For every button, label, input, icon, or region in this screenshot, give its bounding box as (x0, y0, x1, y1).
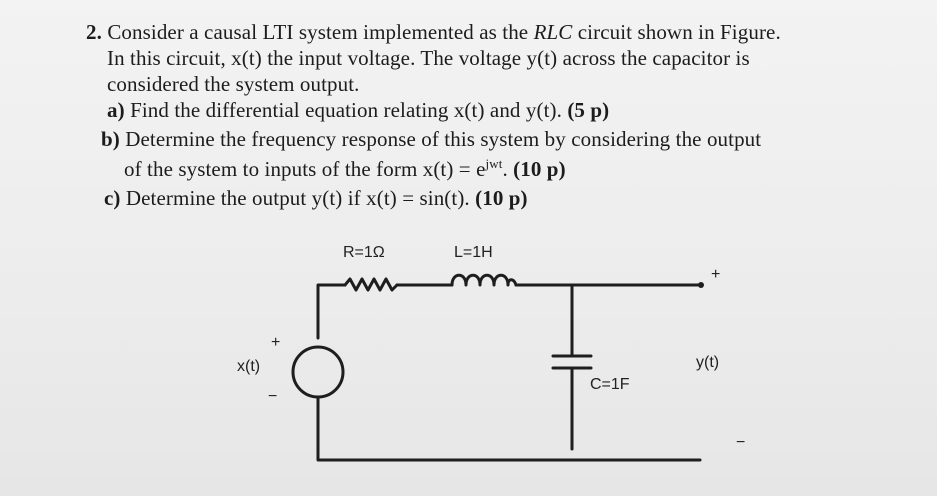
part-b-text: Determine the frequency response of this… (125, 127, 762, 151)
resistor-symbol (343, 277, 399, 292)
output-terminal-top (698, 282, 704, 288)
problem-text-1-end: circuit shown in Figure. (577, 20, 781, 44)
resistor-label: R=1Ω (343, 244, 385, 261)
problem-text-1: Consider a causal LTI system implemented… (107, 20, 529, 44)
problem-line-3: considered the system output. (107, 72, 360, 96)
part-b-text-2-end: . (502, 157, 508, 181)
part-c: c) Determine the output y(t) if x(t) = s… (104, 186, 528, 211)
part-b-text-2: of the system to inputs of the form x(t)… (124, 157, 486, 181)
part-c-text: Determine the output y(t) if x(t) = sin(… (125, 186, 470, 210)
source-minus-sign: − (268, 388, 278, 405)
part-c-points: (10 p) (475, 186, 528, 210)
bottom-left-wire (316, 395, 702, 462)
part-b-label: b) (101, 127, 120, 151)
output-plus-sign: + (711, 266, 721, 283)
part-a-text: Find the differential equation relating … (130, 98, 562, 122)
inductor-label: L=1H (454, 244, 493, 261)
part-b: b) Determine the frequency response of t… (101, 127, 761, 152)
part-a-points: (5 p) (567, 98, 610, 122)
source-label: x(t) (237, 358, 261, 375)
problem-line-1: 2. Consider a causal LTI system implemen… (86, 20, 781, 45)
source-plus-sign: + (271, 334, 281, 351)
part-b-points: (10 p) (513, 157, 566, 181)
top-left-wire (316, 283, 347, 340)
rlc-term: RLC (533, 20, 573, 44)
output-minus-sign: − (736, 434, 746, 451)
voltage-source-symbol (291, 345, 345, 399)
part-b-cont: of the system to inputs of the form x(t)… (124, 156, 566, 182)
part-c-label: c) (104, 186, 121, 210)
capacitor-label: C=1F (590, 376, 630, 393)
output-label: y(t) (696, 354, 720, 371)
part-b-exponent: jwt (485, 156, 503, 171)
inductor-symbol (450, 273, 518, 287)
problem-line-2: In this circuit, x(t) the input voltage.… (107, 46, 750, 70)
problem-number: 2. (86, 20, 102, 44)
part-a: a) Find the differential equation relati… (107, 98, 609, 123)
part-a-label: a) (107, 98, 125, 122)
